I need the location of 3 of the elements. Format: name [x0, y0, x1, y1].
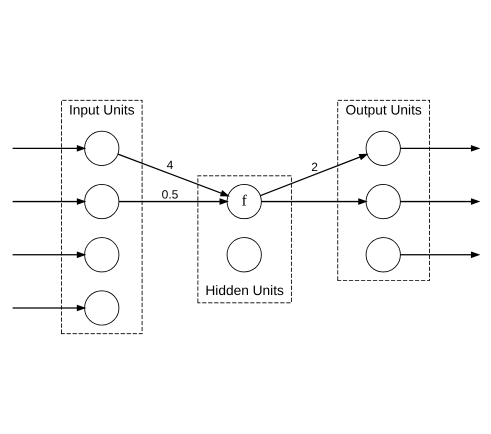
- edge-label: 0.5: [162, 187, 178, 202]
- edge-label: 2: [311, 160, 318, 174]
- edge-label: 4: [166, 158, 174, 172]
